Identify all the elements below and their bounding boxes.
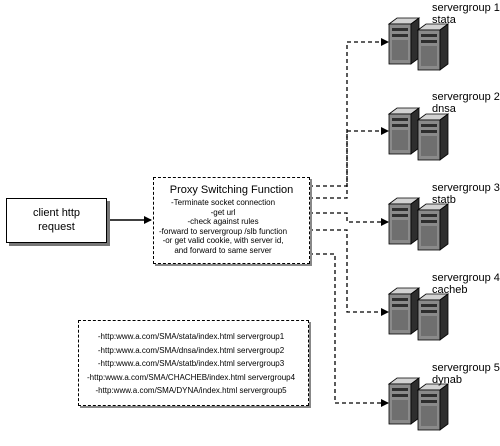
proxy-step: -forward to servergroup /slb function xyxy=(159,226,288,236)
servergroup-4-label: servergroup 4 cacheb xyxy=(432,272,500,296)
server-pair-1-icon xyxy=(387,17,450,71)
proxy-switching-function-box: Proxy Switching Function -Terminate sock… xyxy=(153,177,310,264)
servergroup-2-label: servergroup 2 dnsa xyxy=(432,91,500,115)
servergroup-name: servergroup 5 xyxy=(432,362,500,374)
proxy-step: -get url xyxy=(210,207,236,217)
server-pair-4-icon xyxy=(387,287,450,341)
server-tower-back-icon xyxy=(387,287,421,335)
servergroup-3-label: servergroup 3 statb xyxy=(432,182,500,206)
servergroup-5-label: servergroup 5 dynab xyxy=(432,362,500,386)
client-label: client http request xyxy=(32,207,81,233)
server-icons xyxy=(387,17,450,431)
proxy-title: Proxy Switching Function xyxy=(169,184,294,196)
server-tower-front-icon xyxy=(416,383,450,431)
server-tower-front-icon xyxy=(416,23,450,71)
route-to-servergroup-4 xyxy=(309,229,389,316)
route-to-servergroup-2 xyxy=(309,127,389,199)
url-rule: -http:www.a.com/SMA/stata/index.html ser… xyxy=(97,332,285,341)
servergroup-1-label: servergroup 1 stata xyxy=(432,2,500,26)
servergroup-sub: dynab xyxy=(432,374,462,386)
servergroup-sub: statb xyxy=(432,194,456,206)
server-tower-back-icon xyxy=(387,17,421,65)
servergroup-name: servergroup 1 xyxy=(432,2,500,14)
client-http-request-box: client http request xyxy=(6,198,107,243)
servergroup-name: servergroup 4 xyxy=(432,272,500,284)
server-tower-back-icon xyxy=(387,197,421,245)
proxy-step: -or get valid cookie, with server id, xyxy=(162,236,284,245)
servergroup-name: servergroup 2 xyxy=(432,91,500,103)
route-to-servergroup-1 xyxy=(309,38,389,187)
server-tower-front-icon xyxy=(416,113,450,161)
url-rule: -http:www.a.com/SMA/dnsa/index.html serv… xyxy=(97,345,285,355)
proxy-step: -Terminate socket connection xyxy=(171,198,276,207)
server-pair-3-icon xyxy=(387,197,450,251)
url-rules-list: -http:www.a.com/SMA/stata/index.html ser… xyxy=(87,330,295,398)
url-rule: -http:www.a.com/SMA/CHACHEB/index.html s… xyxy=(87,372,296,382)
route-to-servergroup-3 xyxy=(309,212,389,226)
proxy-step: and forward to same server xyxy=(174,245,272,255)
server-tower-back-icon xyxy=(387,377,421,425)
servergroup-sub: cacheb xyxy=(432,284,468,296)
connectors xyxy=(109,38,389,407)
proxy-steps: -Terminate socket connection -get url -c… xyxy=(159,198,287,255)
servergroup-sub: stata xyxy=(432,14,456,26)
server-pair-5-icon xyxy=(387,377,450,431)
proxy-step: -check against rules xyxy=(187,217,259,226)
server-pair-2-icon xyxy=(387,107,450,161)
server-tower-front-icon xyxy=(416,203,450,251)
server-tower-back-icon xyxy=(387,107,421,155)
server-tower-front-icon xyxy=(416,293,450,341)
url-rule: -http:www.a.com/SMA/statb/index.html ser… xyxy=(97,359,285,368)
servergroup-name: servergroup 3 xyxy=(432,182,500,194)
servergroup-sub: dnsa xyxy=(432,103,456,115)
url-rule: -http:www.a.com/SMA/DYNA/index.html serv… xyxy=(95,386,287,395)
url-rules-box: -http:www.a.com/SMA/stata/index.html ser… xyxy=(78,320,309,406)
route-to-servergroup-5 xyxy=(309,253,389,407)
